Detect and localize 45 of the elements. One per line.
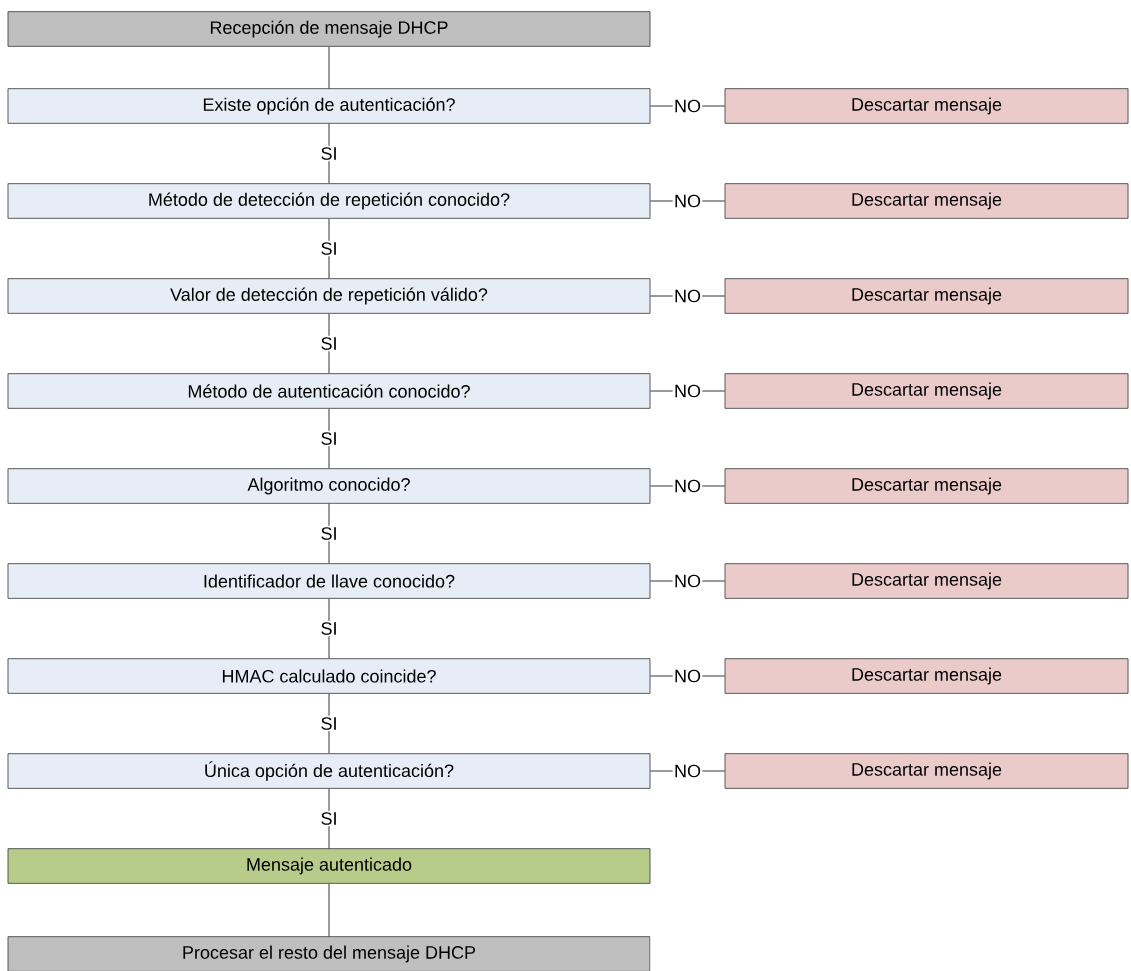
process-box: Algoritmo conocido?: [7, 468, 651, 504]
process-box: Valor de detección de repetición válido?: [7, 278, 651, 314]
edge-label: NO: [672, 98, 703, 114]
edge-label: NO: [672, 193, 703, 209]
edge-label: SI: [319, 715, 339, 732]
edge-label: SI: [319, 145, 339, 162]
edge-label: NO: [672, 668, 703, 684]
edge-label: SI: [319, 620, 339, 637]
edge-label: NO: [672, 573, 703, 589]
connector-line: [328, 46, 330, 89]
process-box: HMAC calculado coincide?: [7, 658, 651, 694]
process-box: Mensaje autenticado: [7, 848, 651, 884]
connector-line: [328, 503, 330, 564]
process-box: Procesar el resto del mensaje DHCP: [7, 936, 651, 971]
discard-box: Descartar mensaje: [724, 88, 1129, 124]
connector-line: [328, 883, 330, 937]
edge-label: SI: [319, 430, 339, 447]
edge-label: SI: [319, 525, 339, 542]
discard-box: Descartar mensaje: [724, 468, 1129, 504]
connector-line: [328, 598, 330, 659]
connector-line: [328, 218, 330, 279]
process-box: Recepción de mensaje DHCP: [7, 11, 651, 47]
discard-box: Descartar mensaje: [724, 183, 1129, 219]
connector-line: [328, 313, 330, 374]
edge-label: NO: [672, 383, 703, 399]
discard-box: Descartar mensaje: [724, 753, 1129, 789]
edge-label: SI: [319, 240, 339, 257]
discard-box: Descartar mensaje: [724, 278, 1129, 314]
edge-label: SI: [319, 810, 339, 827]
edge-label: NO: [672, 288, 703, 304]
discard-box: Descartar mensaje: [724, 563, 1129, 599]
connector-line: [328, 123, 330, 184]
process-box: Método de autenticación conocido?: [7, 373, 651, 409]
process-box: Identificador de llave conocido?: [7, 563, 651, 599]
process-box: Método de detección de repetición conocido?: [7, 183, 651, 219]
discard-box: Descartar mensaje: [724, 373, 1129, 409]
discard-box: Descartar mensaje: [724, 658, 1129, 694]
process-box: Única opción de autenticación?: [7, 753, 651, 789]
connector-line: [328, 408, 330, 469]
edge-label: NO: [672, 478, 703, 494]
process-box: Existe opción de autenticación?: [7, 88, 651, 124]
connector-line: [328, 788, 330, 849]
edge-label: SI: [319, 335, 339, 352]
connector-line: [328, 693, 330, 754]
edge-label: NO: [672, 763, 703, 779]
